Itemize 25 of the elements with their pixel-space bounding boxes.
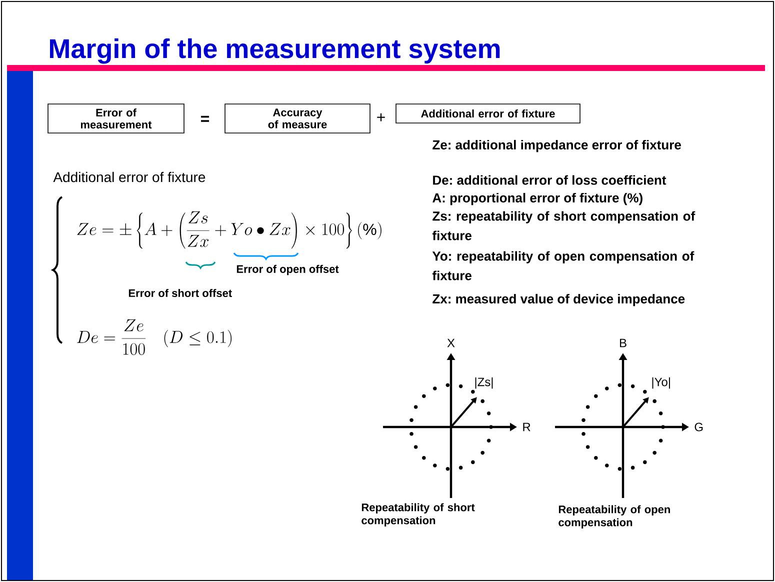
operator: + [377, 113, 385, 122]
term-box: Error of measurement [48, 104, 184, 134]
definition: Zx: measured value of device impedance [432, 294, 685, 306]
title: Margin of the measurement system [50, 38, 500, 64]
brace-label: Error of short offset [128, 288, 232, 298]
definition: A: proportional error of fixture (%) [432, 192, 642, 206]
caption: Repeatability of short compensation [362, 503, 475, 526]
term-box: Accuracy of measure [224, 104, 370, 134]
caption: Repeatability of open compensation [558, 505, 670, 528]
formula: $De=\frac{Ze}{100}\quad (D\le 0.1)$ [77, 319, 232, 355]
vector-label: |Zs| [475, 377, 493, 389]
definition: Ze: additional impedance error of fixture [432, 140, 681, 152]
definition: De: additional error of loss coefficient [433, 175, 666, 185]
axis-label: R [523, 422, 530, 432]
axis-label: B [620, 338, 626, 348]
axis-label: X [447, 338, 455, 348]
definition: Yo: repeatability of open compensation of fixture [432, 251, 694, 280]
axis-label: G [694, 422, 703, 432]
brace-label: Error of open offset [236, 264, 339, 276]
formula: $Ze=\pm\left\{A+\left(\frac{Zs}{Zx}+Yo\bullet Zx\right)\times 100\right\}(\%)$ [77, 211, 382, 249]
term-box: Additional error of fixture [396, 104, 580, 124]
vector-label: |Yo| [652, 377, 670, 389]
definition: Zs: repeatability of short compensation of fixture [432, 211, 696, 240]
operator: = [201, 116, 210, 122]
subheading: Additional error of fixture [53, 172, 206, 182]
